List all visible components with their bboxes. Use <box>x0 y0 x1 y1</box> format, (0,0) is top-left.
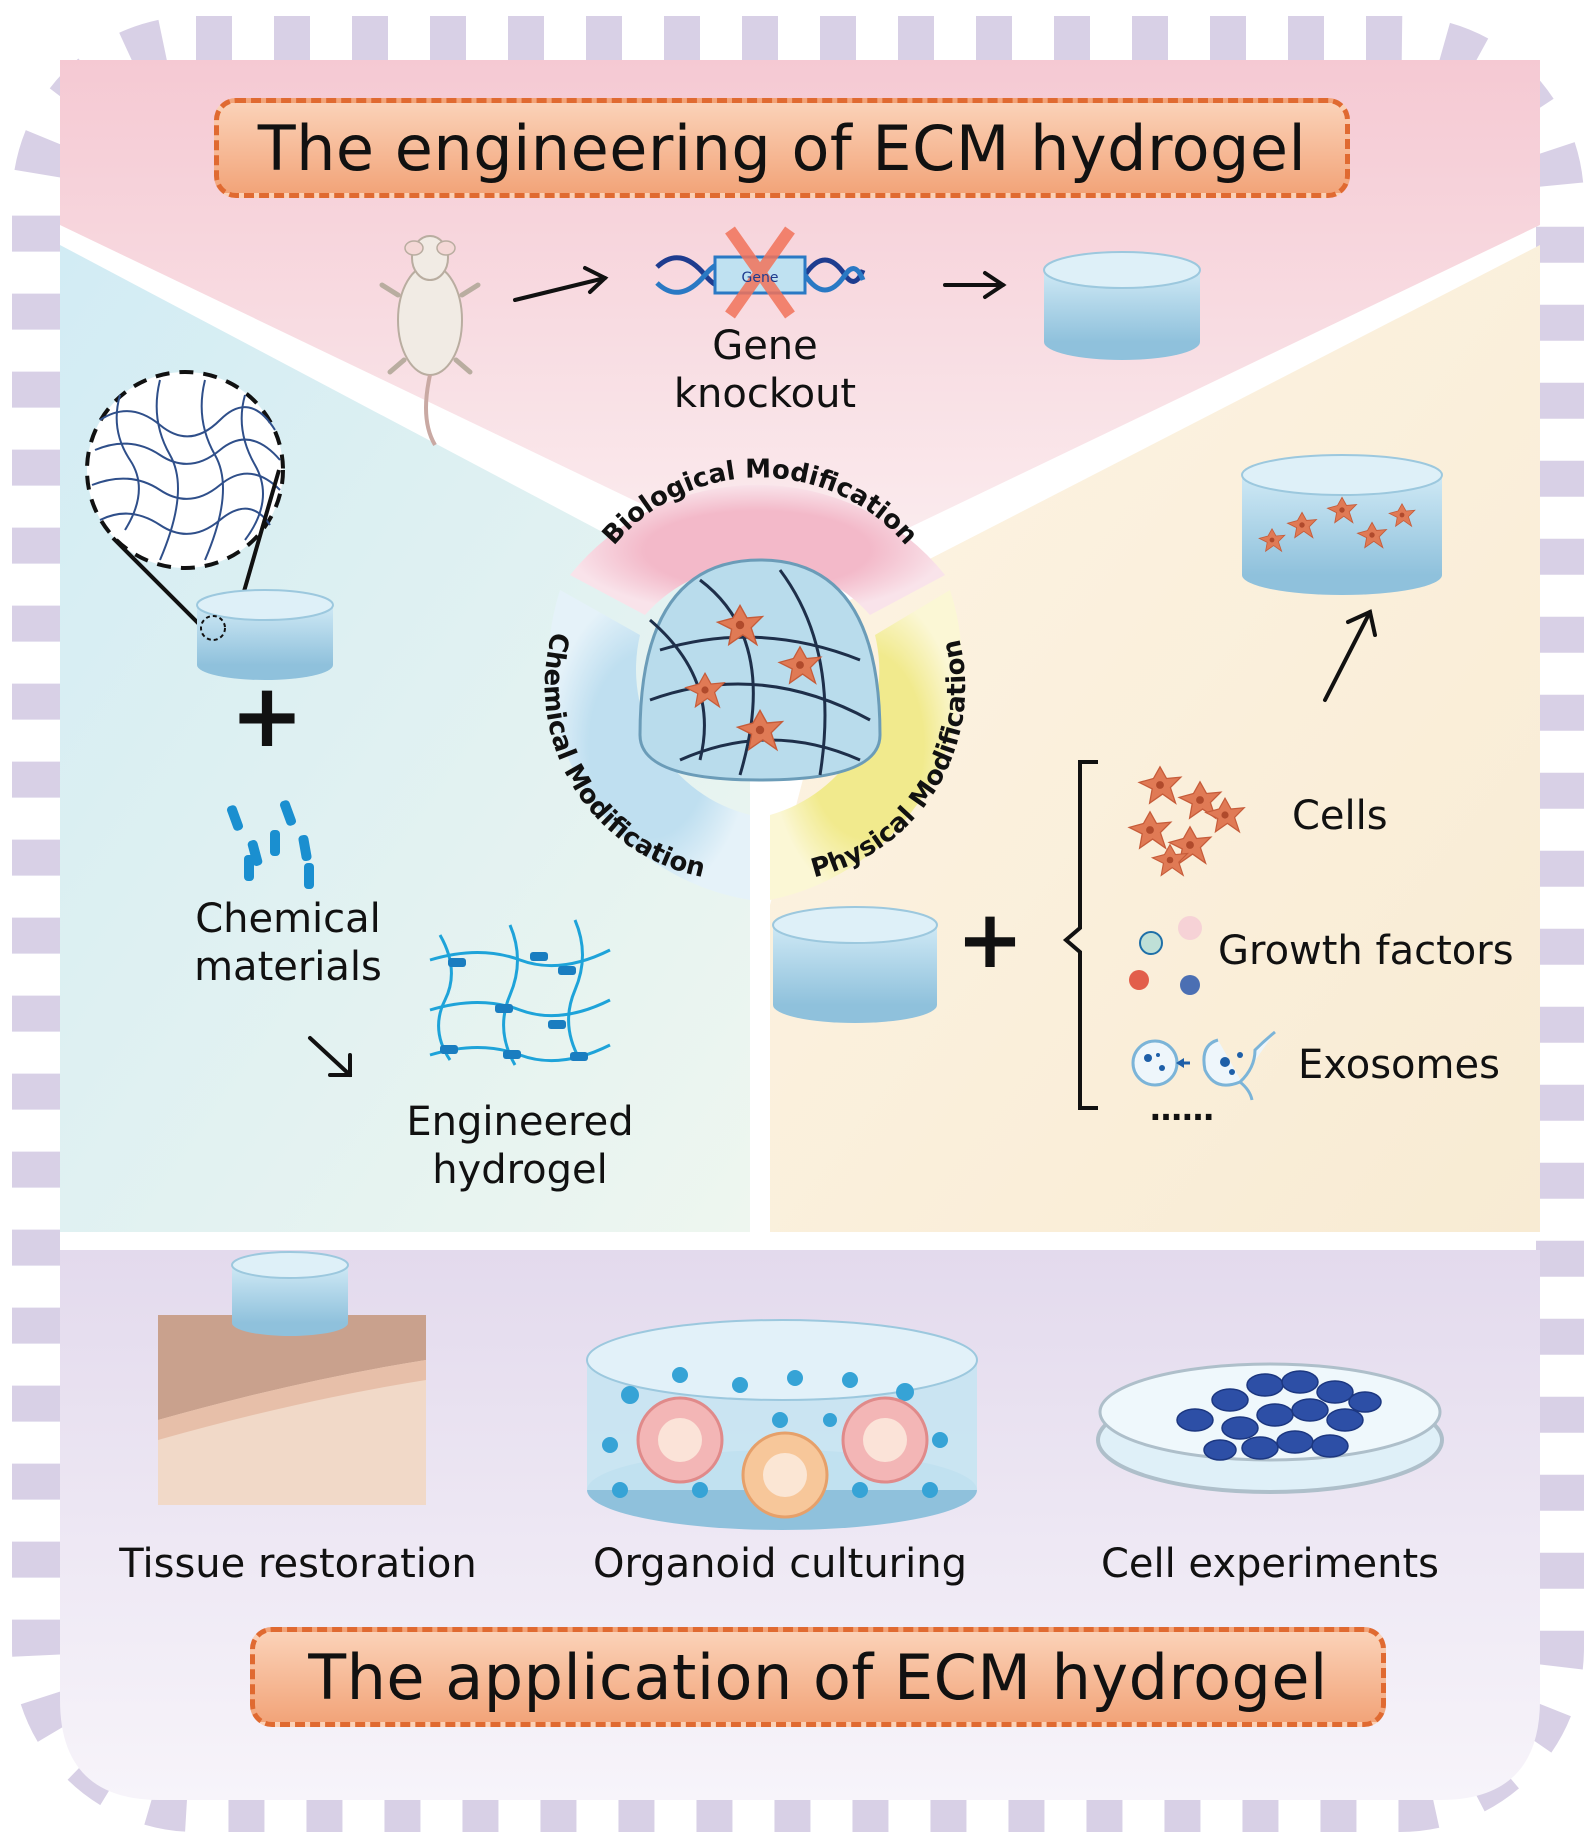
engineered-hydrogel-label: Engineered hydrogel <box>390 1098 650 1194</box>
chemical-materials-line2: materials <box>194 944 382 990</box>
mouse-icon <box>379 235 481 447</box>
plus-sign-physical: + <box>956 893 1024 986</box>
engineered-hydrogel-icon <box>429 919 611 1066</box>
engineering-title-box: The engineering of ECM hydrogel <box>214 98 1350 198</box>
tissue-restoration-label: Tissue restoration <box>119 1541 477 1587</box>
organoid-culturing-icon <box>586 1319 978 1530</box>
exosomes-label: Exosomes <box>1298 1042 1500 1088</box>
cell-experiments-label: Cell experiments <box>1100 1541 1440 1587</box>
hydrogel-icon-with-cells <box>1241 454 1443 595</box>
chemical-materials-icon <box>226 800 314 889</box>
growth-factors-icon <box>1129 916 1202 995</box>
cell-experiments-icon <box>1096 1362 1444 1494</box>
hydrogel-icon-biological <box>1043 251 1201 360</box>
organoid-culturing-label: Organoid culturing <box>593 1541 967 1587</box>
chemical-materials-label: Chemical materials <box>168 895 408 991</box>
arrow-to-cell-hydrogel <box>1323 609 1377 702</box>
bracket <box>1062 760 1098 1110</box>
gene-knockout-line1: Gene <box>712 323 818 369</box>
application-title: The application of ECM hydrogel <box>308 1640 1328 1714</box>
gene-knockout-label: Gene knockout <box>640 322 890 418</box>
application-title-box: The application of ECM hydrogel <box>250 1627 1386 1727</box>
arrow-to-engineered-hydrogel <box>308 1036 352 1077</box>
dna-icon <box>655 226 866 319</box>
outer-dashed-frame <box>12 16 1584 1832</box>
tissue-restoration-icon <box>158 1251 426 1505</box>
gene-box-label: Gene <box>742 270 779 286</box>
hydrogel-icon-chemical <box>196 589 334 680</box>
chemical-materials-line1: Chemical <box>195 896 381 942</box>
engineered-hydrogel-line2: hydrogel <box>432 1147 608 1193</box>
gene-knockout-line2: knockout <box>673 371 857 417</box>
engineering-title: The engineering of ECM hydrogel <box>257 111 1307 185</box>
arrow-mouse-to-gene <box>513 266 609 302</box>
ellipsis-label: …… <box>1150 1090 1214 1128</box>
arrow-gene-to-hydrogel <box>943 271 1007 299</box>
engineered-hydrogel-line1: Engineered <box>406 1099 634 1145</box>
hydrogel-icon-physical <box>772 906 938 1023</box>
growth-factors-label: Growth factors <box>1218 928 1514 974</box>
central-hydrogel-icon <box>638 558 882 782</box>
plus-sign-chemical: + <box>230 664 304 767</box>
exosomes-icon <box>1131 1030 1276 1101</box>
cells-label: Cells <box>1292 793 1388 839</box>
